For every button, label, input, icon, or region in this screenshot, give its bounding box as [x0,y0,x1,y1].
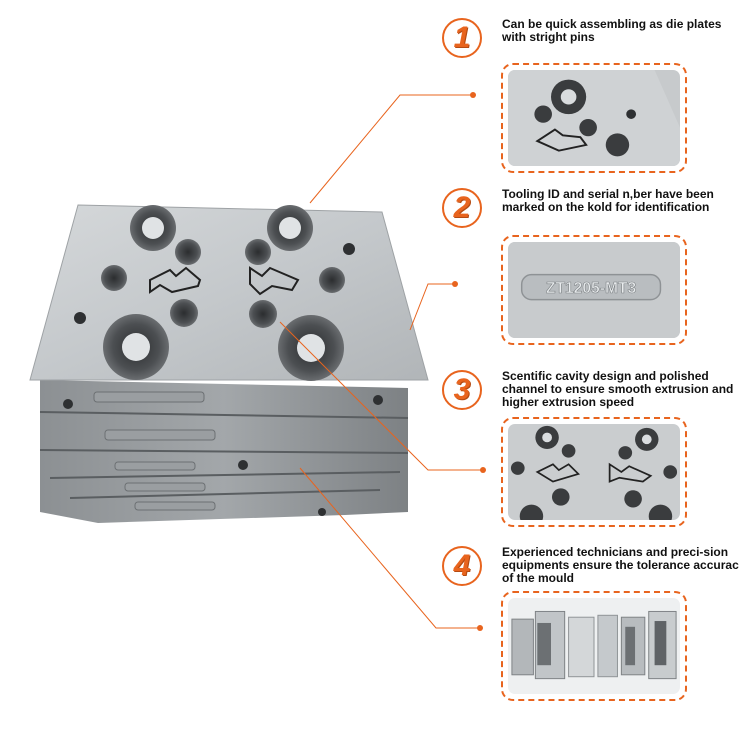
badge-number-2-text: 2 [453,191,471,224]
badge-number-4-text: 4 [453,549,471,582]
feature-3: 3 Scentific cavity design and polished c… [440,370,740,540]
badge-number-1-text: 1 [453,21,471,54]
badge-number-3-text: 3 [453,373,471,406]
mould-body [39,380,409,523]
feature-1-text: Can be quick assembling as die plates wi… [502,17,722,44]
feature-2: 2 Tooling ID and serial n,ber have been … [440,188,740,358]
mould-top-face [29,204,429,381]
serial-mark-text: ZT1205-MT3 [546,280,637,297]
feature-1-frame [501,63,687,173]
feature-2-frame: ZT1205-MT3 [501,235,687,345]
badge-number-3: 3 [442,370,482,410]
leader-lines [279,94,483,629]
leader-dots [452,92,486,631]
badge-number-1: 1 [442,18,482,58]
feature-4-frame [501,591,687,701]
bore-holes [74,205,355,381]
feature-1: 1 Can be quick assembling as die plates … [440,18,740,188]
plate-holes-closeup-icon [508,70,680,166]
cavity-closeup-icon [508,424,680,520]
profile-cavity-right [249,266,300,296]
feature-3-text: Scentific cavity design and polished cha… [502,369,734,409]
feature-4: 4 Experienced technicians and preci-sion… [440,546,740,716]
badge-number-4: 4 [442,546,482,586]
feature-2-text: Tooling ID and serial n,ber have been ma… [502,187,714,214]
badge-number-2: 2 [442,188,482,228]
mould-parts-lineup-icon [508,598,680,694]
engraved-serial-closeup-icon: ZT1205-MT3 [508,242,680,338]
feature-4-text: Experienced technicians and preci-sion e… [502,545,739,585]
profile-cavity-left [149,266,202,294]
feature-3-frame [501,417,687,527]
